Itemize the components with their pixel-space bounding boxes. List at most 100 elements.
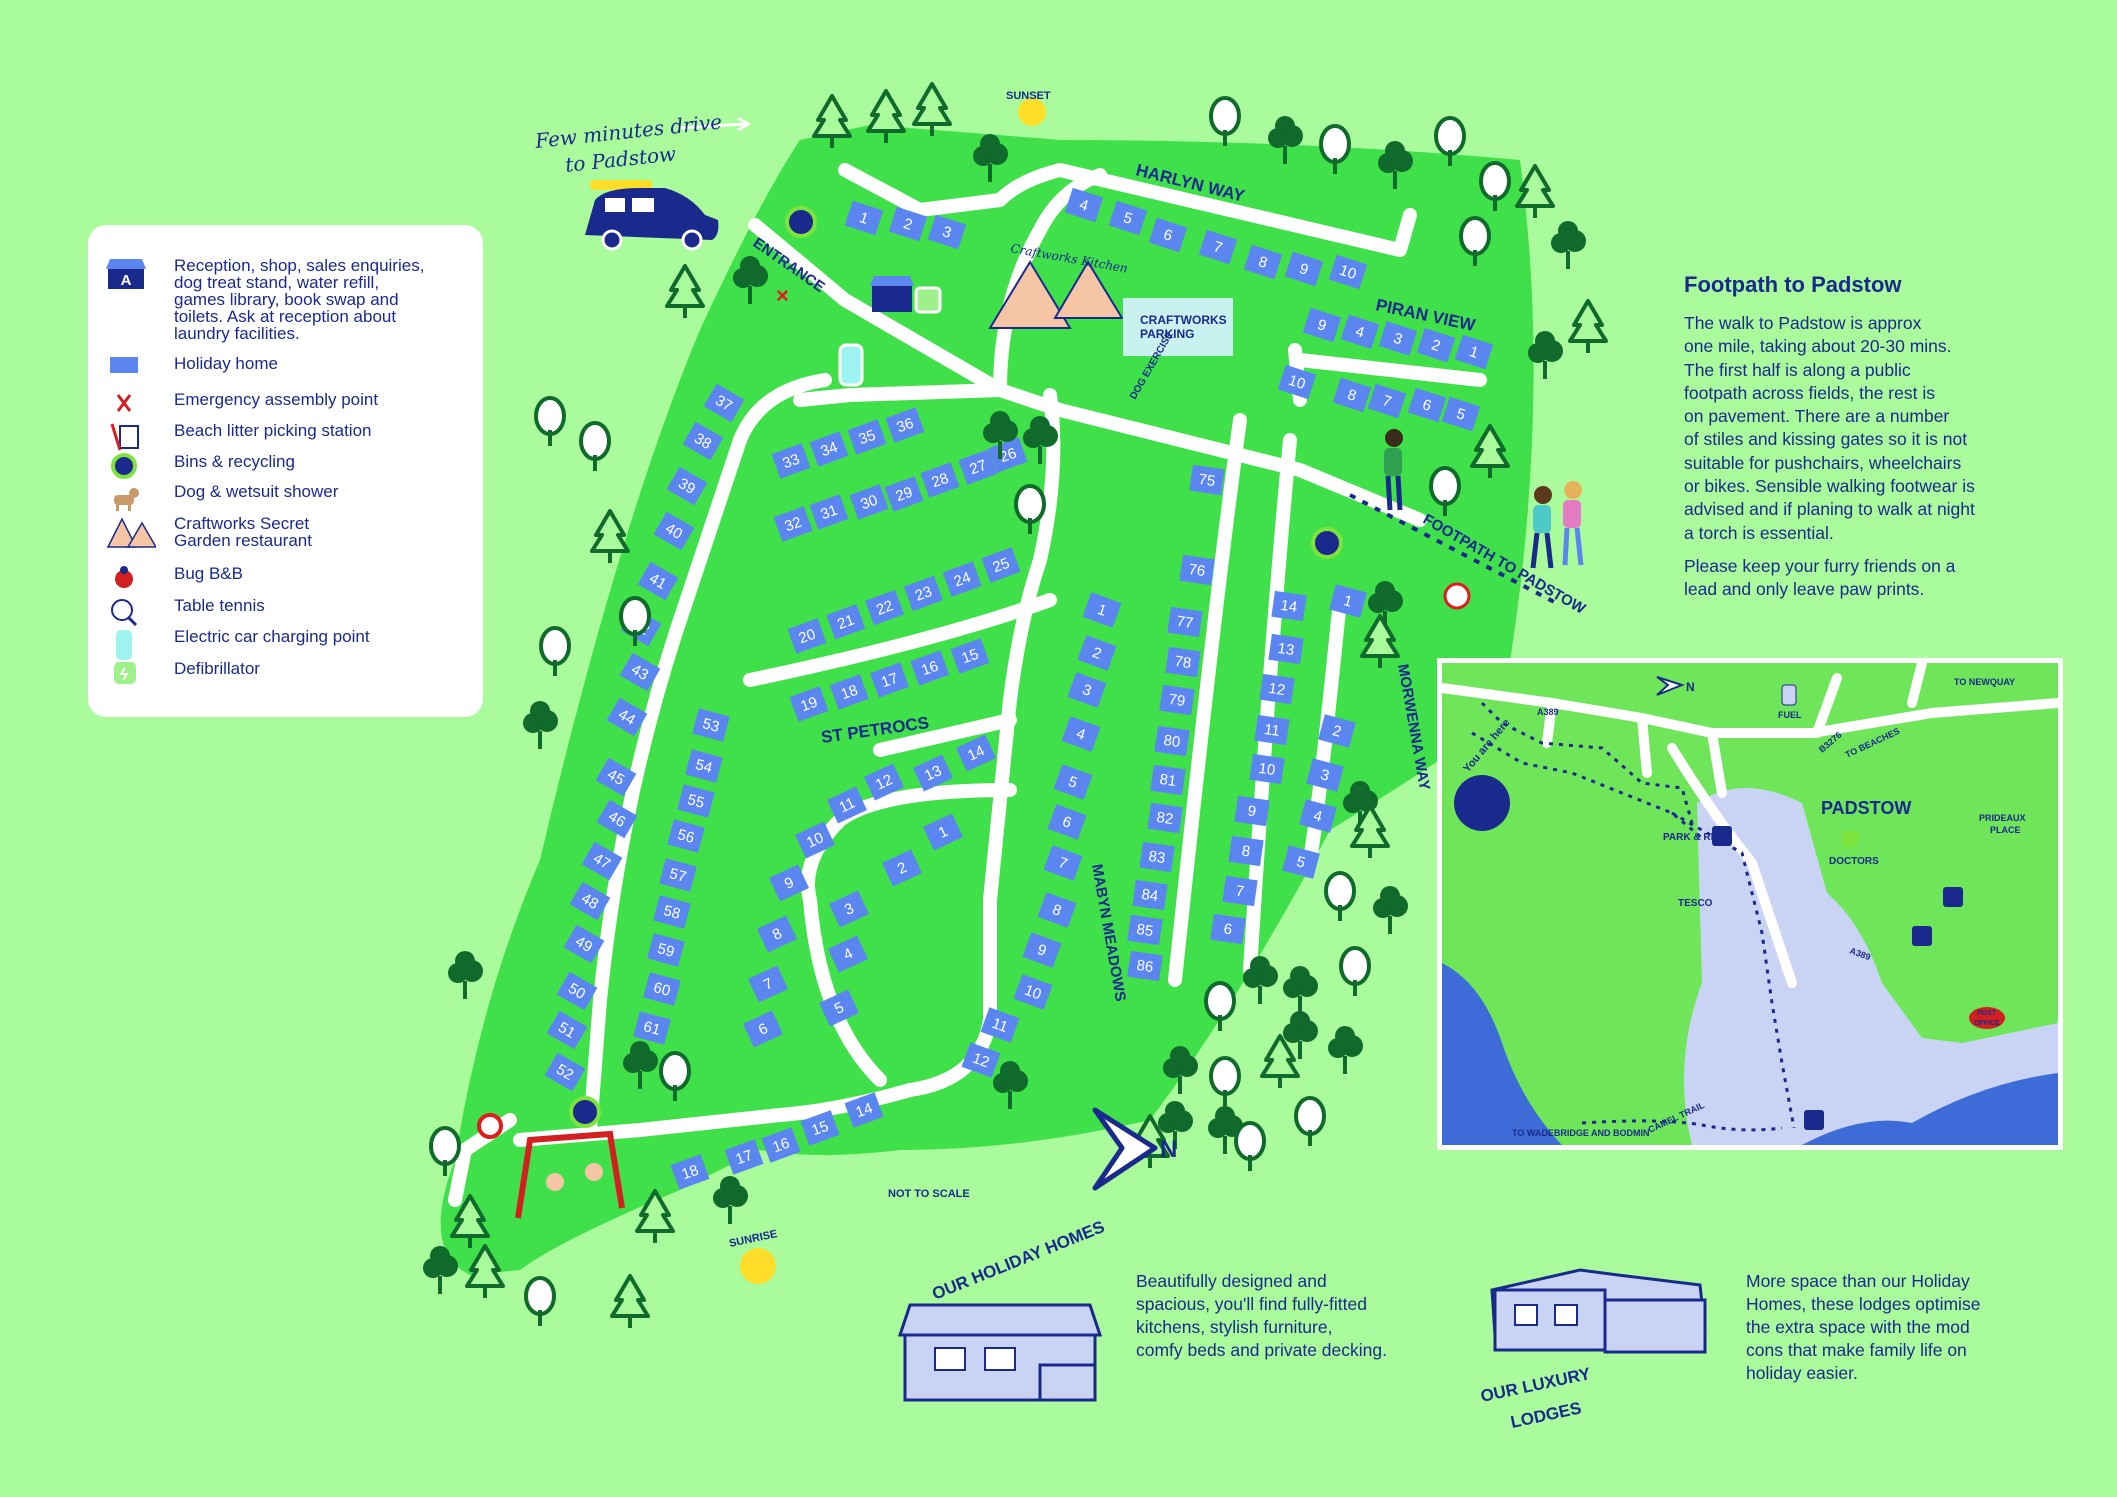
holiday-home: 22 — [865, 589, 905, 626]
ev-charging-icon — [106, 628, 150, 660]
inset-north-label: N — [1686, 680, 1695, 694]
holiday-home: 6 — [743, 1010, 783, 1048]
litter-picking-icon — [106, 422, 150, 452]
legend-item-label: Craftworks Secret Garden restaurant — [174, 514, 312, 550]
holiday-home: 81 — [1150, 764, 1186, 796]
holiday-home-number: 18 — [839, 682, 860, 704]
holiday-home-number: 53 — [701, 715, 722, 736]
holiday-home: 1 — [1454, 334, 1494, 370]
emergency-point-icon: × — [776, 283, 789, 308]
holiday-home: 14 — [956, 734, 996, 772]
holiday-home-number: 10 — [1337, 262, 1358, 283]
legend-item-label: Emergency assembly point — [174, 390, 379, 409]
holiday-home: 52 — [544, 1052, 586, 1092]
holiday-home-number: 54 — [694, 756, 715, 777]
holiday-home-number: 35 — [856, 427, 877, 449]
no-entry-icon — [477, 1113, 503, 1139]
holiday-home: 15 — [800, 1110, 840, 1146]
holiday-home: 28 — [920, 462, 960, 498]
svg-text:P: P — [1947, 890, 1956, 906]
playground-swings-icon — [515, 1130, 625, 1219]
holiday-home-number: 13 — [1276, 640, 1295, 659]
padstow-label: PADSTOW — [1821, 798, 1911, 818]
reception-letter: A — [886, 290, 899, 310]
holiday-home: 84 — [1132, 879, 1168, 911]
holiday-home: 47 — [581, 841, 623, 881]
holiday-home-number: 80 — [1162, 732, 1181, 751]
holiday-home: 1 — [844, 200, 884, 236]
holiday-home-number: 86 — [1135, 957, 1154, 976]
holiday-home-number: 18 — [679, 1162, 700, 1184]
holiday-home: 59 — [647, 933, 685, 967]
paw-note: Please keep your furry friends on a lead… — [1684, 556, 1956, 600]
holiday-home-number: 12 — [970, 1050, 991, 1072]
north-label: N — [1160, 1136, 1177, 1163]
legend-item-label: Table tennis — [174, 596, 265, 615]
holiday-home: 75 — [1189, 464, 1225, 496]
estuary-water — [1442, 963, 1562, 1145]
harbour-water — [1802, 1073, 2058, 1145]
holiday-home-number: 15 — [809, 1118, 830, 1140]
holiday-home-number: 57 — [668, 865, 689, 886]
holiday-home: 43 — [619, 652, 661, 692]
holiday-home: 21 — [826, 604, 866, 640]
holiday-home: 4 — [1299, 799, 1337, 833]
holiday-home-number: 20 — [796, 626, 817, 648]
car-icon — [585, 180, 719, 251]
holiday-home-number: 10 — [804, 829, 826, 851]
holiday-home-number: 10 — [1022, 982, 1043, 1004]
holiday-home: 79 — [1159, 684, 1195, 716]
holiday-home: 5 — [1108, 200, 1148, 236]
padstow-town-area — [1684, 788, 2058, 1145]
sunset-label: SUNSET — [1006, 90, 1051, 102]
no-cycling-icon — [1443, 582, 1471, 610]
holiday-home: 53 — [692, 708, 730, 742]
holiday-home-number: 33 — [780, 451, 801, 473]
walkers-illustration — [1384, 429, 1584, 569]
holiday-home-number: 52 — [553, 1061, 576, 1084]
holiday-home: 24 — [942, 561, 982, 597]
holiday-home-number: 27 — [967, 457, 988, 479]
ev-charging-icon — [838, 343, 864, 387]
legend-item-label: Electric car charging point — [174, 627, 370, 646]
holiday-home: 2 — [1416, 327, 1456, 363]
holiday-home-number: 55 — [686, 791, 707, 812]
holiday-home: 5 — [819, 989, 859, 1027]
holiday-home-number: 44 — [615, 706, 638, 729]
holiday-home: 7 — [1198, 229, 1238, 265]
teepee-icon — [988, 260, 1124, 329]
holiday-home: 61 — [633, 1011, 671, 1045]
holiday-home: 78 — [1165, 646, 1201, 678]
holiday-home-number: 85 — [1135, 921, 1154, 940]
holiday-home-number: 60 — [652, 979, 673, 1000]
holiday-home: 3 — [927, 214, 967, 250]
holiday-home-number: 12 — [873, 771, 895, 793]
holiday-home-number: 10 — [1257, 760, 1276, 779]
legend-item-label: Holiday home — [174, 354, 278, 373]
holiday-home: 13 — [1268, 633, 1304, 665]
holiday-home: 8 — [1332, 377, 1372, 413]
inset-north-arrow-icon — [1656, 676, 1685, 696]
holiday-home-number: 13 — [922, 762, 944, 784]
post-office-label-2: OFFICE — [1974, 1020, 2000, 1027]
doctors-icon — [1842, 831, 1858, 847]
recycling-icon — [785, 206, 817, 238]
svg-text:A: A — [121, 272, 132, 289]
holiday-home: 41 — [637, 561, 679, 601]
holiday-home: 12 — [1259, 673, 1295, 705]
holiday-home: 15 — [950, 638, 990, 674]
holiday-home-number: 23 — [913, 583, 934, 605]
holiday-home-number: 84 — [1140, 886, 1159, 905]
holiday-home-number: 28 — [929, 470, 950, 492]
holiday-home: 16 — [910, 650, 950, 686]
holiday-home-number: 77 — [1175, 613, 1194, 632]
luxury-lodges-title-2: LODGES — [1509, 1398, 1583, 1432]
prideaux-place-label-1: PRIDEAUX — [1979, 813, 2026, 823]
holiday-home: 49 — [563, 924, 605, 964]
holiday-home: 13 — [913, 754, 953, 792]
holiday-home-number: 11 — [1263, 721, 1281, 740]
holiday-home: 77 — [1167, 606, 1203, 638]
prideaux-place-label-2: PLACE — [1990, 825, 2021, 835]
holiday-home-number: 50 — [565, 980, 588, 1003]
holiday-home: 9 — [769, 864, 809, 902]
